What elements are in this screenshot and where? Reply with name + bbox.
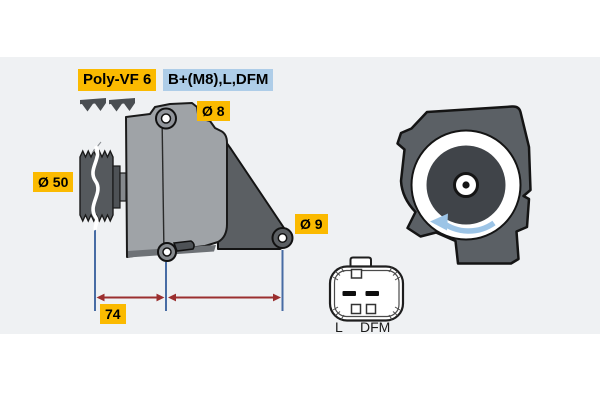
callout-belt-type: Poly-VF 6 xyxy=(78,69,157,91)
shaft-center-dot xyxy=(462,181,470,189)
bracket-eyelet-hole xyxy=(271,227,294,249)
connector-pin-label-dfm: DFM xyxy=(360,319,391,335)
body-seam-line xyxy=(161,113,165,256)
connector-diagram xyxy=(328,256,405,322)
poly-v-belt-profile-icon xyxy=(80,98,135,112)
side-view xyxy=(79,98,294,311)
connector-bottom-notch-right xyxy=(365,303,377,315)
connector-inner-seal xyxy=(333,269,400,318)
dimension-arrows xyxy=(96,293,281,302)
rotation-direction-arrow-icon xyxy=(430,213,496,234)
connector-pin-DFM xyxy=(365,291,379,296)
callout-terminals: B+(M8),L,DFM xyxy=(163,69,274,91)
connector-key-notch xyxy=(350,268,363,279)
break-line-wave xyxy=(91,145,100,231)
top-mounting-hole xyxy=(155,107,177,130)
callout-bracket-hole-diameter: Ø 9 xyxy=(295,214,328,234)
connector-pin-L xyxy=(342,291,356,296)
alternator-body xyxy=(125,102,228,258)
connector-top-tab xyxy=(349,256,372,267)
dimension-extension-lines xyxy=(94,225,284,311)
bottom-mounting-hole xyxy=(157,240,195,262)
rear-view xyxy=(396,105,532,265)
callout-pulley-diameter: Ø 50 xyxy=(33,172,74,192)
connector-pin-label-l: L xyxy=(335,319,343,335)
callout-dimension-74: 74 xyxy=(100,304,126,324)
connector-bottom-notch-left xyxy=(350,303,362,315)
callout-hole-top-diameter: Ø 8 xyxy=(197,101,230,121)
connector-seal-hatching xyxy=(332,267,401,320)
pulley xyxy=(79,141,127,231)
